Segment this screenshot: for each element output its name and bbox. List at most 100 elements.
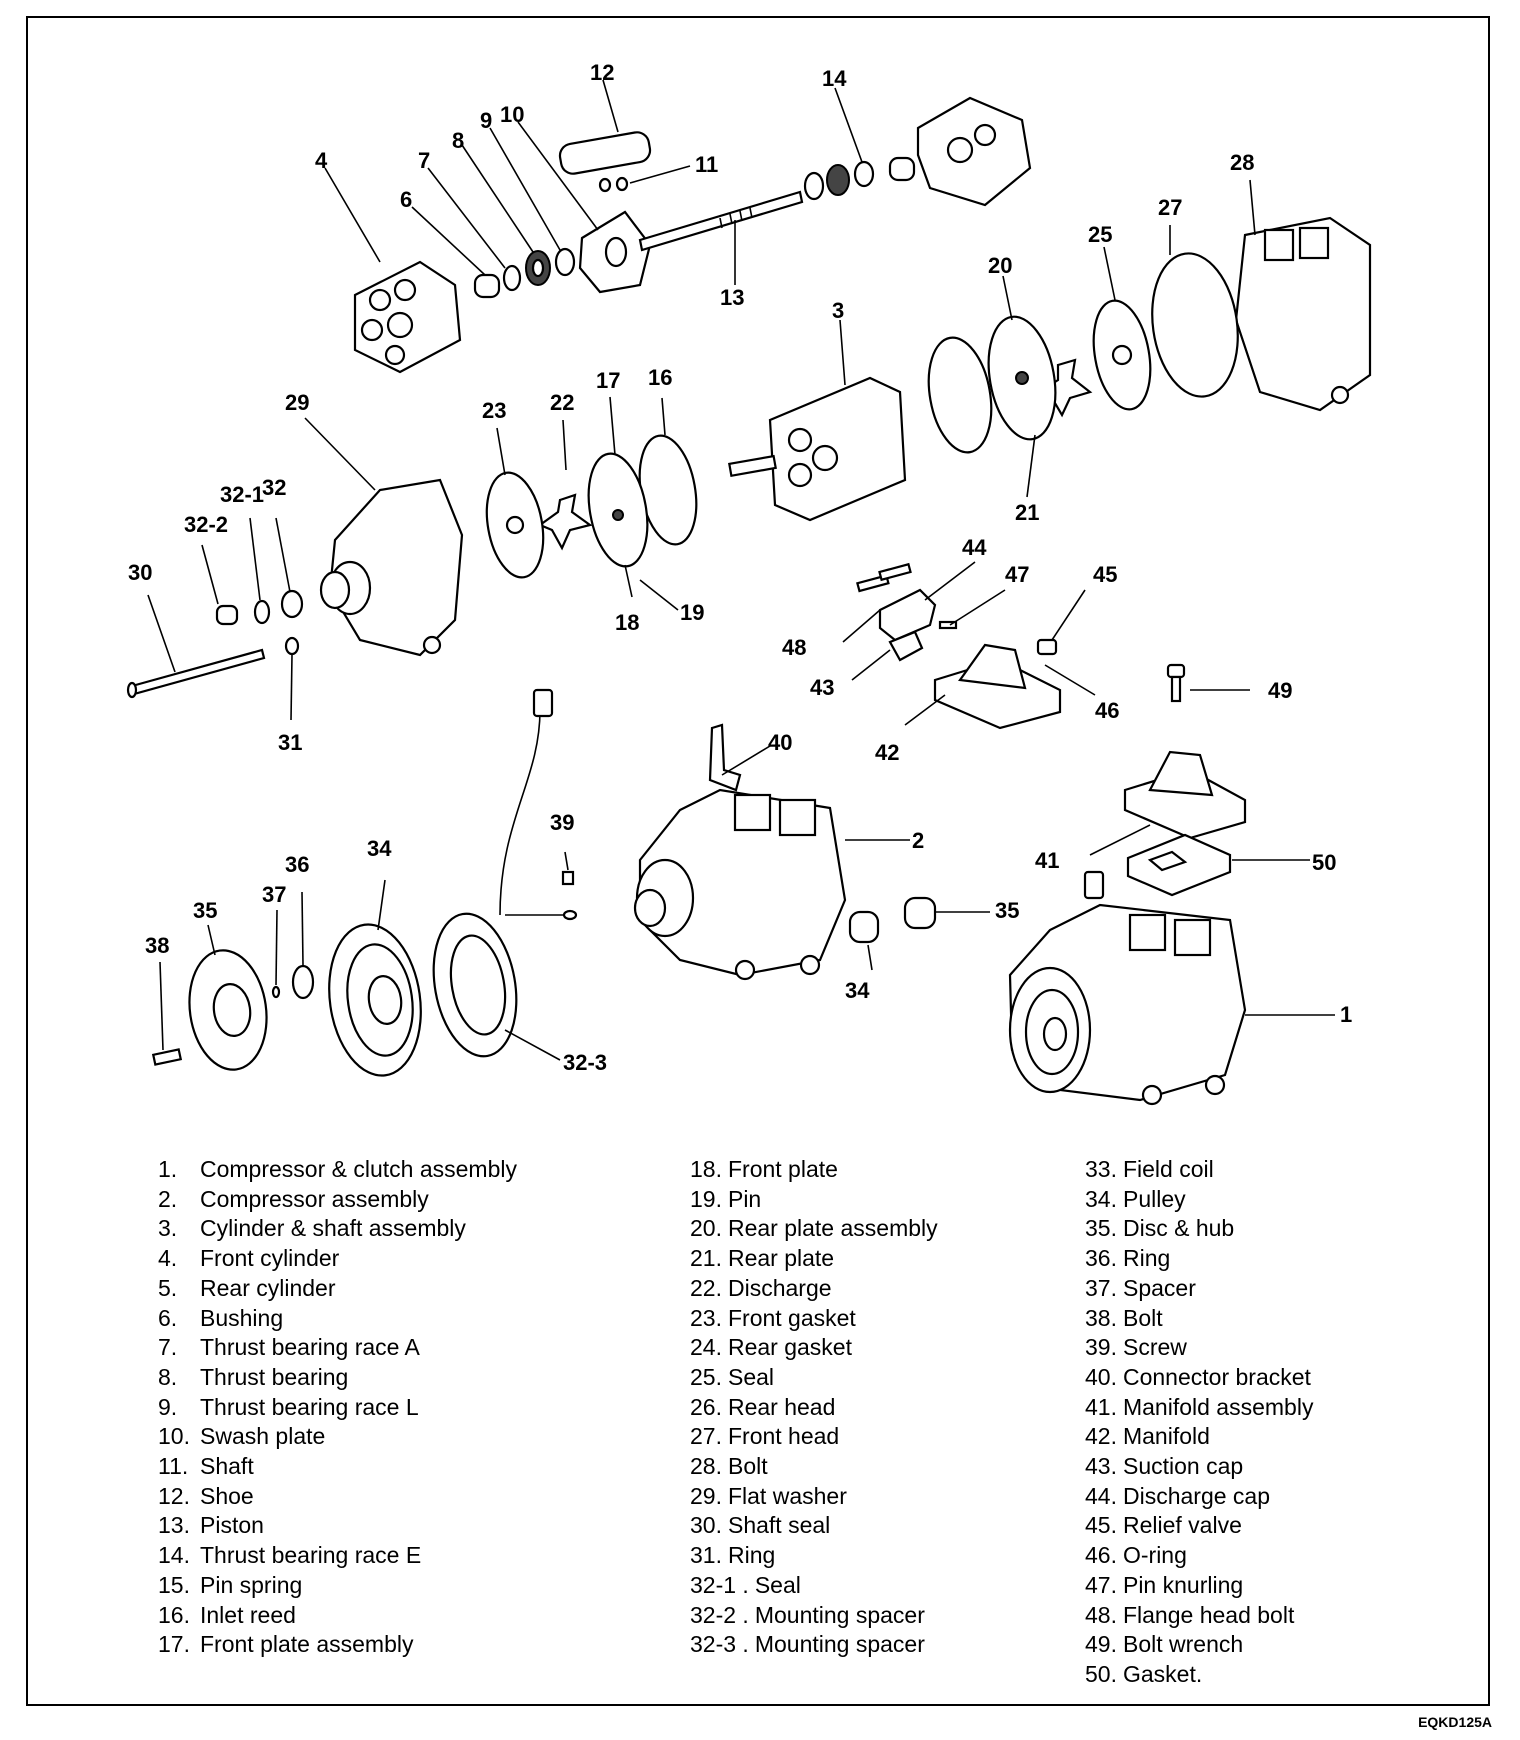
- legend-item: 5.Rear cylinder: [158, 1274, 517, 1304]
- part-bolt-wrench: [1166, 663, 1186, 703]
- legend-item-number: 48.: [1085, 1601, 1117, 1628]
- callout-41: 41: [1035, 848, 1059, 873]
- callout-1: 1: [1340, 1002, 1352, 1027]
- legend-item-label: Front head: [727, 1423, 840, 1450]
- callout-12: 11: [695, 152, 718, 177]
- callout-46: 46: [1095, 698, 1119, 723]
- callout-31: 32-1: [220, 482, 264, 507]
- callout-22: 22: [550, 390, 574, 415]
- legend-item: 7.Thrust bearing race A: [158, 1333, 517, 1363]
- leader-lines: [147, 79, 1335, 1061]
- legend-item-label: Field coil: [1122, 1156, 1214, 1182]
- legend-item: 6.Bushing: [158, 1304, 517, 1334]
- callout-38: 38: [145, 933, 169, 958]
- legend-item-label: Pin spring: [200, 1571, 303, 1598]
- legend-item-label: Shoe: [200, 1482, 254, 1509]
- legend-item: 31.Ring: [690, 1541, 938, 1571]
- legend-item-label: Discharge: [727, 1274, 832, 1301]
- legend-item-label: Compressor assembly: [200, 1185, 429, 1212]
- legend-item-number: 43.: [1085, 1453, 1117, 1480]
- legend-item: 19.Pin: [690, 1185, 938, 1215]
- legend-item-label: Pin knurling: [1122, 1571, 1244, 1598]
- callout-32-1: 32-3: [563, 1050, 607, 1075]
- legend-item-label: Pulley: [1122, 1185, 1186, 1212]
- legend-item-number: 20.: [690, 1215, 722, 1242]
- callout-8: 8: [452, 128, 464, 153]
- part-front-plate-assembly: [587, 452, 649, 568]
- part-relief-valve: [1036, 638, 1058, 656]
- legend-item-number: 4.: [158, 1245, 178, 1272]
- legend-item-number: 30.: [690, 1512, 722, 1539]
- callout-29: 31: [278, 730, 302, 755]
- legend-item: 4.Front cylinder: [158, 1244, 517, 1274]
- callout-32-2: 34: [845, 978, 870, 1003]
- legend-item-number: 2.: [158, 1185, 178, 1212]
- part-field-coil-wire: [499, 688, 578, 921]
- part-pulley: [328, 923, 422, 1077]
- legend-item-label: Swash plate: [200, 1423, 326, 1450]
- legend-item-label: Rear plate: [727, 1245, 835, 1272]
- callout-42: 42: [875, 740, 899, 765]
- part-bushing: [473, 273, 501, 299]
- legend-item: 14.Thrust bearing race E: [158, 1541, 517, 1571]
- part-piston: [558, 131, 652, 175]
- callout-24: 25: [1088, 222, 1112, 247]
- legend-item: 32-1 .Seal: [690, 1571, 938, 1601]
- legend-item-label: Thrust bearing race L: [200, 1393, 419, 1420]
- legend-item-label: Front plate assembly: [200, 1631, 414, 1658]
- legend-item-label: Discharge cap: [1122, 1482, 1271, 1509]
- legend-item: 12.Shoe: [158, 1482, 517, 1512]
- legend-item-number: 38.: [1085, 1304, 1117, 1331]
- legend-item-label: Spacer: [1122, 1274, 1196, 1301]
- legend-item-number: 21.: [690, 1245, 722, 1272]
- legend-item-label: Screw: [1122, 1334, 1187, 1361]
- legend-item: 13.Piston: [158, 1511, 517, 1541]
- callout-34: 34: [367, 836, 392, 861]
- part-bushing-32: [215, 604, 239, 626]
- callout-26: 28: [1230, 150, 1254, 175]
- legend-item: 47.Pin knurling: [1085, 1571, 1313, 1601]
- legend-item: 32-3 .Mounting spacer: [690, 1630, 938, 1660]
- part-shaft: [638, 190, 804, 252]
- legend-item: 2. Compressor assembly: [158, 1185, 517, 1215]
- callout-43: 43: [810, 675, 834, 700]
- part-rear-gasket: [1092, 299, 1152, 411]
- legend-item-label: Seal: [754, 1571, 801, 1598]
- part-compressor-assembly: [633, 788, 847, 981]
- part-front-gasket: [485, 471, 545, 579]
- callout-23: 23: [482, 398, 506, 423]
- legend-item-number: 25.: [690, 1363, 722, 1390]
- part-connector-bracket: [708, 723, 742, 792]
- legend-item-label: Compressor & clutch assembly: [200, 1156, 517, 1182]
- callout-50: 50: [1312, 850, 1336, 875]
- legend-item-number: 9.: [158, 1393, 178, 1420]
- legend-item-label: Disc & hub: [1122, 1215, 1235, 1242]
- legend-item: 35.Disc & hub: [1085, 1214, 1313, 1244]
- legend-item-number: 18.: [690, 1156, 722, 1182]
- callout-10: 10: [500, 102, 524, 127]
- legend-item-label: Bolt wrench: [1122, 1631, 1244, 1658]
- callout-48: 48: [782, 635, 806, 660]
- legend-item-number: 33.: [1085, 1156, 1117, 1182]
- legend-item-number: 37.: [1085, 1274, 1117, 1301]
- callout-21: 21: [1015, 500, 1039, 525]
- part-seal-ring: [1151, 252, 1239, 398]
- legend-item-number: 32-3 .: [690, 1631, 749, 1658]
- callout-35: 35: [193, 898, 217, 923]
- callout-25: 27: [1158, 195, 1182, 220]
- legend-item-number: 24.: [690, 1334, 722, 1361]
- legend-item-number: 34.: [1085, 1185, 1117, 1212]
- legend-item-label: Rear head: [727, 1393, 836, 1420]
- legend-item-label: Manifold: [1122, 1423, 1210, 1450]
- legend-item: 27.Front head: [690, 1422, 938, 1452]
- callout-49: 49: [1268, 678, 1292, 703]
- callout-labels: 12 11 4 6 7 8 9 10 13 14 28 27 25 20 3 2…: [128, 60, 1352, 1075]
- legend-item-label: Thrust bearing race E: [200, 1542, 422, 1569]
- callout-3: 3: [832, 298, 844, 323]
- legend-item: 48.Flange head bolt: [1085, 1601, 1313, 1631]
- legend-item-number: 39.: [1085, 1334, 1117, 1361]
- legend-item: 28.Bolt: [690, 1452, 938, 1482]
- legend-item-number: 36.: [1085, 1245, 1117, 1272]
